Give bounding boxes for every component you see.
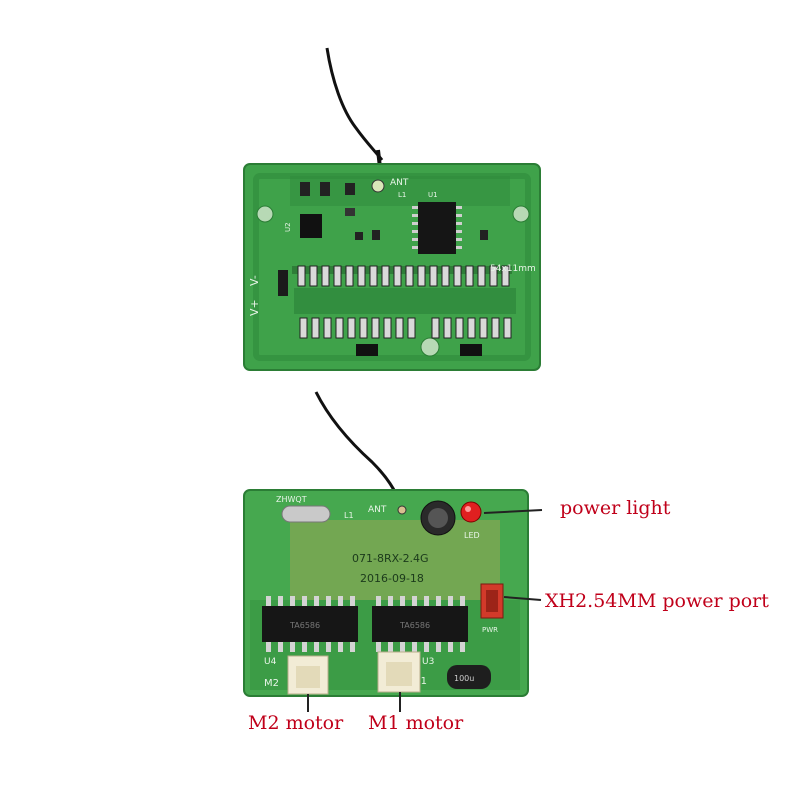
top-size-label: 54x11mm (490, 264, 536, 274)
top-antenna-wire (325, 47, 384, 161)
ic-text-right: TA6586 (399, 621, 430, 630)
callout-power-port: XH2.54MM power port (545, 590, 769, 612)
date-label: 2016-09-18 (360, 572, 424, 585)
mount-hole (420, 337, 440, 357)
power-led (460, 501, 482, 523)
crystal-label: ZHWQT (276, 495, 307, 504)
cap-label: 100u (454, 674, 474, 683)
u4-label: U4 (264, 657, 277, 667)
mount-hole (512, 205, 530, 223)
top-u2-label: U2 (284, 222, 292, 232)
callout-line-power-port (503, 596, 542, 601)
driver-ic-left (262, 606, 358, 642)
top-header-row-1 (292, 266, 512, 274)
model-label: 071-8RX-2.4G (352, 552, 429, 565)
pwr-label: PWR (482, 626, 498, 634)
bottom-ant-label: ANT (368, 505, 387, 515)
top-v-minus-label: V- (248, 275, 261, 286)
l1-label: L1 (344, 511, 354, 520)
top-board: ANT (243, 47, 541, 371)
callout-power-light: power light (560, 497, 671, 519)
top-l1-label: L1 (398, 191, 406, 199)
m2-label: M2 (264, 678, 279, 689)
top-ant-label: ANT (390, 178, 409, 188)
u3-label: U3 (422, 657, 434, 667)
driver-ic-right (372, 606, 468, 642)
mount-hole (256, 205, 274, 223)
callout-m2-motor: M2 motor (248, 712, 344, 734)
callout-m1-motor: M1 motor (368, 712, 464, 734)
ic-text-left: TA6586 (289, 621, 320, 630)
top-v-plus-label: V+ (248, 299, 261, 316)
led-label: LED (464, 531, 480, 540)
small-capacitor (447, 665, 491, 689)
crystal-oscillator (281, 505, 331, 523)
callout-line-power-light (483, 509, 543, 514)
top-u1-label: U1 (428, 191, 438, 199)
top-ic-u1 (418, 202, 456, 254)
bottom-board: ZHWQT L1 ANT LED 071-8RX-2.4G 2016-09-18… (243, 391, 529, 697)
